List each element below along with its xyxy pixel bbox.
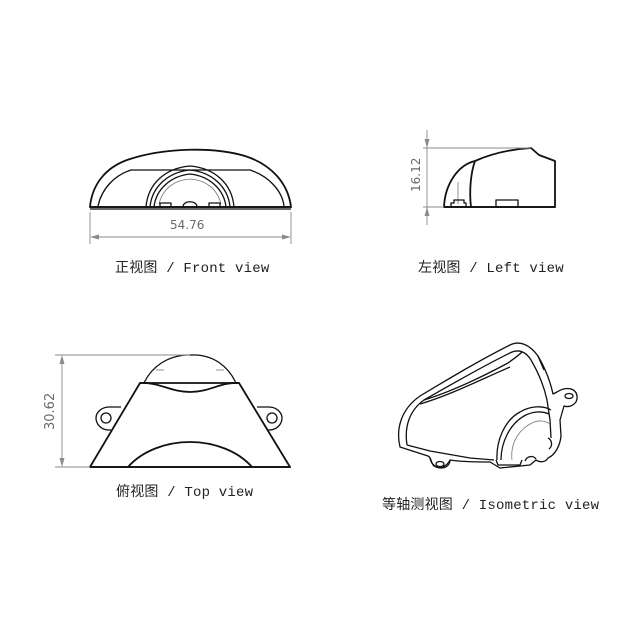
left-view-drawing	[423, 130, 556, 225]
isometric-view-label: 等轴测视图 / Isometric view	[382, 498, 600, 514]
front-view-label: 正视图 / Front view	[115, 261, 270, 277]
top-view-drawing	[55, 354, 291, 468]
front-view-drawing	[89, 148, 292, 244]
isometric-view-drawing	[397, 342, 578, 469]
top-dimension-text: 30.62	[43, 393, 58, 430]
top-view-label: 俯视图 / Top view	[116, 485, 254, 501]
left-dimension-text: 16.12	[409, 158, 423, 192]
left-view-label: 左视图 / Left view	[418, 261, 564, 277]
front-dimension-text: 54.76	[170, 218, 204, 232]
